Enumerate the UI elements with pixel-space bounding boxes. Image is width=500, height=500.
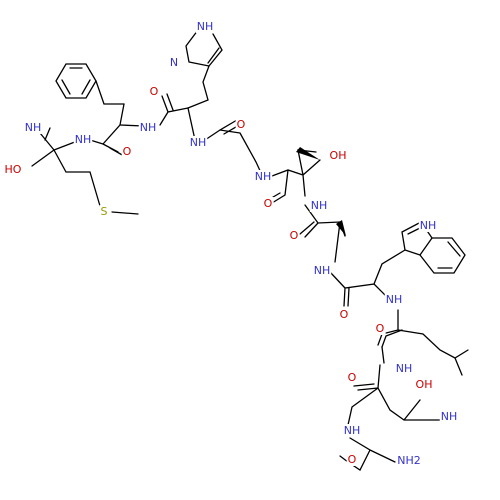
atom-label-mask xyxy=(168,56,180,69)
atom-label-mask xyxy=(262,197,274,210)
atom-label-trp-amide-nh: NH xyxy=(314,264,331,277)
atom-label-mask xyxy=(3,163,23,176)
atom-label-mask xyxy=(439,410,459,423)
atom-label-asn-o: O xyxy=(348,371,357,384)
atom-label-thr-nh: NH xyxy=(255,170,272,183)
atom-label-mask xyxy=(288,229,300,242)
atom-label-mask xyxy=(188,136,208,149)
atom-label-his-nh: NH xyxy=(197,20,214,33)
atom-label-gly2-nh2: NH2 xyxy=(397,454,421,467)
atom-label-met-oh: HO xyxy=(5,163,22,176)
atom-label-mask xyxy=(374,322,386,335)
atom-label-gly2-nh: NH xyxy=(344,424,361,437)
atom-label-met-amide-nh: NH xyxy=(75,133,92,146)
atom-label-mask xyxy=(394,362,414,375)
stereo-wedges xyxy=(296,147,392,300)
atom-label-mask xyxy=(312,264,332,277)
atom-label-mask xyxy=(418,219,438,232)
atom-label-his-amide-nh: NH xyxy=(140,121,157,134)
atom-label-his-o: O xyxy=(150,85,159,98)
atom-label-asn-oh: OH xyxy=(416,378,433,391)
atom-label-asn-imine-nh: NH xyxy=(441,410,458,423)
atom-label-mask xyxy=(338,308,350,321)
atom-label-phe-o: O xyxy=(123,145,132,158)
atom-label-mask xyxy=(138,121,158,134)
atom-label-mask xyxy=(99,205,109,218)
atom-label-mask xyxy=(346,453,358,466)
atom-label-mask xyxy=(328,149,348,162)
atom-label-mask xyxy=(23,121,43,134)
atom-label-mask xyxy=(253,170,273,183)
atom-label-trp-o: O xyxy=(340,308,349,321)
atom-label-met-s: S xyxy=(101,205,108,218)
bond-skeleton xyxy=(31,29,469,471)
atom-label-mask xyxy=(195,20,215,33)
atom-label-mask xyxy=(414,378,434,391)
atom-label-gly-nh: NH xyxy=(190,136,207,149)
atom-label-gly-o: O xyxy=(237,118,246,131)
atom-label-mask xyxy=(73,133,93,146)
atom-label-mask xyxy=(384,293,404,306)
atom-label-gly2-o: O xyxy=(348,453,357,466)
atom-label-mask xyxy=(346,371,358,384)
atom-label-met-imine-nh: NH xyxy=(25,121,42,134)
atom-label-trp-nh: NH xyxy=(420,219,437,232)
atom-label-mask xyxy=(148,85,160,98)
atom-label-mask xyxy=(396,454,422,467)
atom-label-mask xyxy=(235,118,247,131)
atom-label-thr-oh: OH xyxy=(330,149,347,162)
atom-label-leu-nh: NH xyxy=(386,293,403,306)
atom-label-mask xyxy=(342,424,362,437)
atom-label-his-n: N xyxy=(170,56,178,69)
atom-label-mask xyxy=(121,145,133,158)
atom-label-mask xyxy=(309,199,329,212)
atom-label-ala-o: O xyxy=(290,229,299,242)
atom-label-thr-o: O xyxy=(264,197,273,210)
atom-label-asn-nh: NH xyxy=(396,362,413,375)
atom-label-leu-o: O xyxy=(376,322,385,335)
atom-label-ala-nh: NH xyxy=(311,199,328,212)
